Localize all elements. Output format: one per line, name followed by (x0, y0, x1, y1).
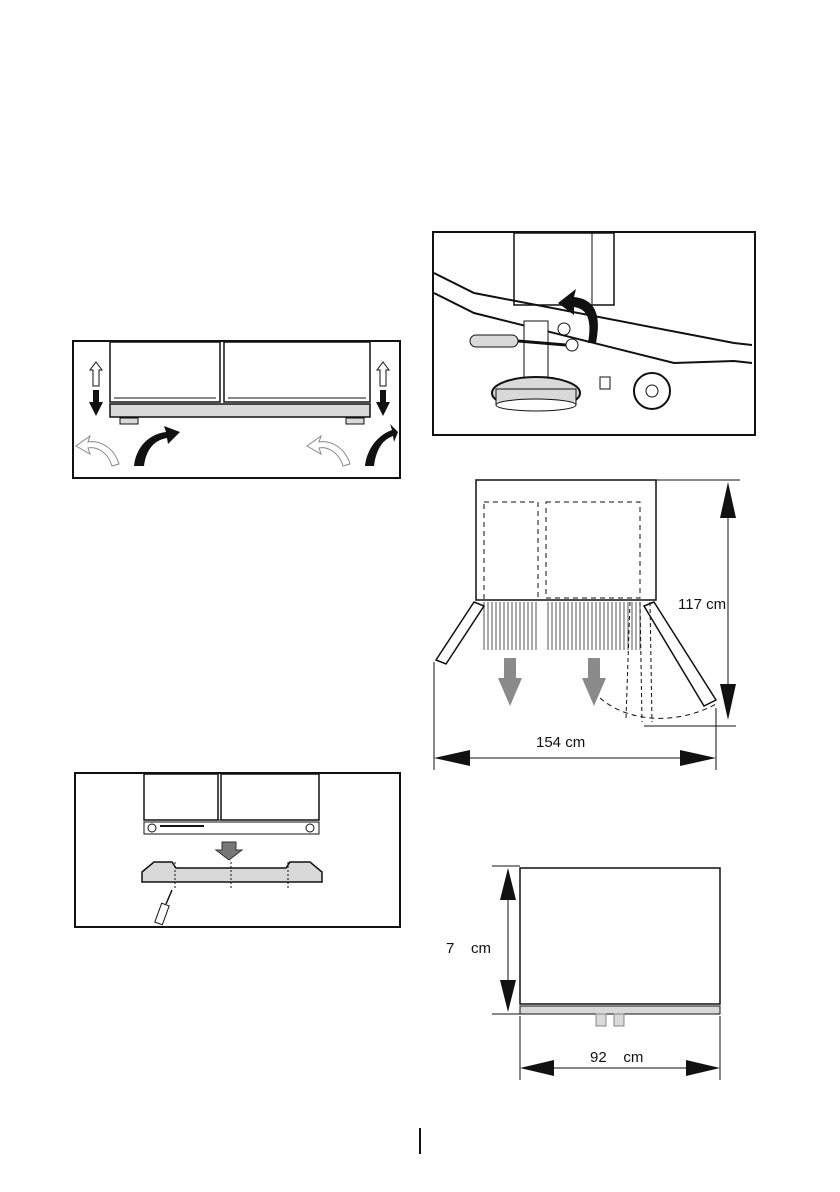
feet-adjustment-illustration (74, 342, 399, 477)
depth-label: 117 cm (678, 596, 726, 613)
bottom-width-label: 92 cm (590, 1049, 643, 1066)
figure-feet-adjustment (72, 340, 401, 479)
door-clearance-illustration (430, 478, 750, 773)
figure-plinth-removal (74, 772, 401, 928)
page-divider (419, 1128, 421, 1154)
plinth-removal-illustration (76, 774, 399, 926)
height-label: 7 cm (446, 940, 491, 957)
width-label: 154 cm (536, 734, 585, 751)
figure-foot-closeup (432, 231, 756, 436)
foot-closeup-illustration (434, 233, 752, 432)
figure-front-dimensions: 7 cm 92 cm (440, 860, 740, 1085)
figure-door-clearance: 117 cm 154 cm (430, 478, 750, 773)
